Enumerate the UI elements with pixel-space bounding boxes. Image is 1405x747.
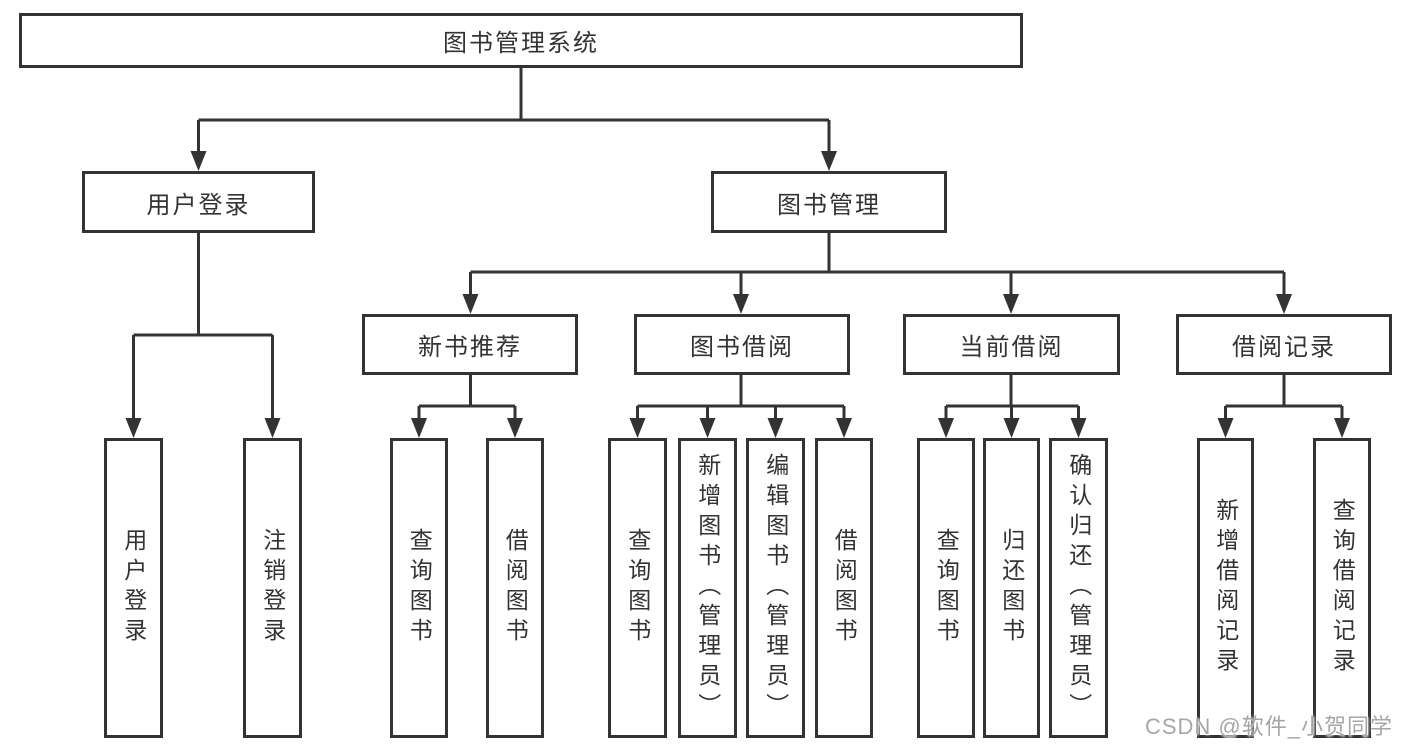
node-new-book-recommendation: 新书推荐 xyxy=(362,314,578,375)
node-user-login-action: 用户登录 xyxy=(104,438,163,738)
node-library-management-system: 图书管理系统 xyxy=(19,13,1023,68)
arrowhead xyxy=(767,418,784,438)
connector-borrowing-records-children xyxy=(1224,375,1344,434)
arrowhead xyxy=(733,294,749,314)
arrowhead xyxy=(821,151,837,171)
node-query-borrow-record: 查询借阅记录 xyxy=(1313,438,1371,738)
node-label: 借阅图书 xyxy=(831,528,858,648)
arrowhead xyxy=(1334,418,1350,438)
node-label: 注销登录 xyxy=(259,528,286,648)
arrowhead xyxy=(836,418,852,438)
node-label: 查询图书 xyxy=(406,528,433,648)
node-label: 查询图书 xyxy=(933,528,960,648)
connector-paths xyxy=(132,68,1344,434)
node-label: 新增图书（管理员） xyxy=(694,453,721,723)
node-book-borrowing: 图书借阅 xyxy=(634,314,850,375)
node-label: 查询借阅记录 xyxy=(1329,498,1356,678)
node-borrowing-records: 借阅记录 xyxy=(1176,314,1392,375)
connector-book-management-children xyxy=(469,233,1286,310)
node-edit-books-admin: 编辑图书（管理员） xyxy=(746,438,805,738)
node-label: 用户登录 xyxy=(120,528,147,648)
node-borrow-books: 借阅图书 xyxy=(815,438,873,738)
node-label: 归还图书 xyxy=(998,528,1025,648)
connector-book-borrowing-children xyxy=(636,375,846,434)
node-label: 借阅图书 xyxy=(502,528,529,648)
arrowheads xyxy=(125,151,1350,438)
arrowhead xyxy=(411,418,427,438)
arrowhead xyxy=(1217,418,1234,438)
node-label: 查询图书 xyxy=(624,528,651,648)
node-label: 新增借阅记录 xyxy=(1212,498,1239,678)
node-label: 确认归还（管理员） xyxy=(1065,453,1092,723)
node-borrow-books-recommend: 借阅图书 xyxy=(486,438,544,738)
arrowhead xyxy=(507,418,523,438)
node-query-books-borrowing: 查询图书 xyxy=(608,438,667,738)
node-user-login: 用户登录 xyxy=(82,171,315,233)
arrowhead xyxy=(1070,418,1087,438)
connector-root-to-level2 xyxy=(197,68,831,167)
arrowhead xyxy=(462,294,479,314)
arrowhead xyxy=(699,418,716,438)
node-logout: 注销登录 xyxy=(243,438,302,738)
node-query-books-recommend: 查询图书 xyxy=(390,438,448,738)
node-confirm-return-admin: 确认归还（管理员） xyxy=(1049,438,1108,738)
csdn-watermark: CSDN @软件_小贺同学 xyxy=(1144,714,1393,739)
arrowhead xyxy=(1003,418,1020,438)
node-add-books-admin: 新增图书（管理员） xyxy=(678,438,737,738)
arrowhead xyxy=(190,151,207,171)
node-return-books: 归还图书 xyxy=(983,438,1040,738)
connector-user-login-children xyxy=(132,233,274,434)
node-query-books-current: 查询图书 xyxy=(917,438,975,738)
node-add-borrow-record: 新增借阅记录 xyxy=(1197,438,1254,738)
arrowhead xyxy=(1003,294,1019,314)
arrowhead xyxy=(629,418,646,438)
arrowhead xyxy=(125,418,142,438)
node-label: 编辑图书（管理员） xyxy=(762,453,789,723)
connector-new-book-recommend-children xyxy=(417,375,517,434)
arrowhead xyxy=(938,418,954,438)
node-book-management: 图书管理 xyxy=(711,171,947,233)
arrowhead xyxy=(1276,294,1292,314)
node-current-borrowing: 当前借阅 xyxy=(903,314,1120,375)
arrowhead xyxy=(264,418,281,438)
